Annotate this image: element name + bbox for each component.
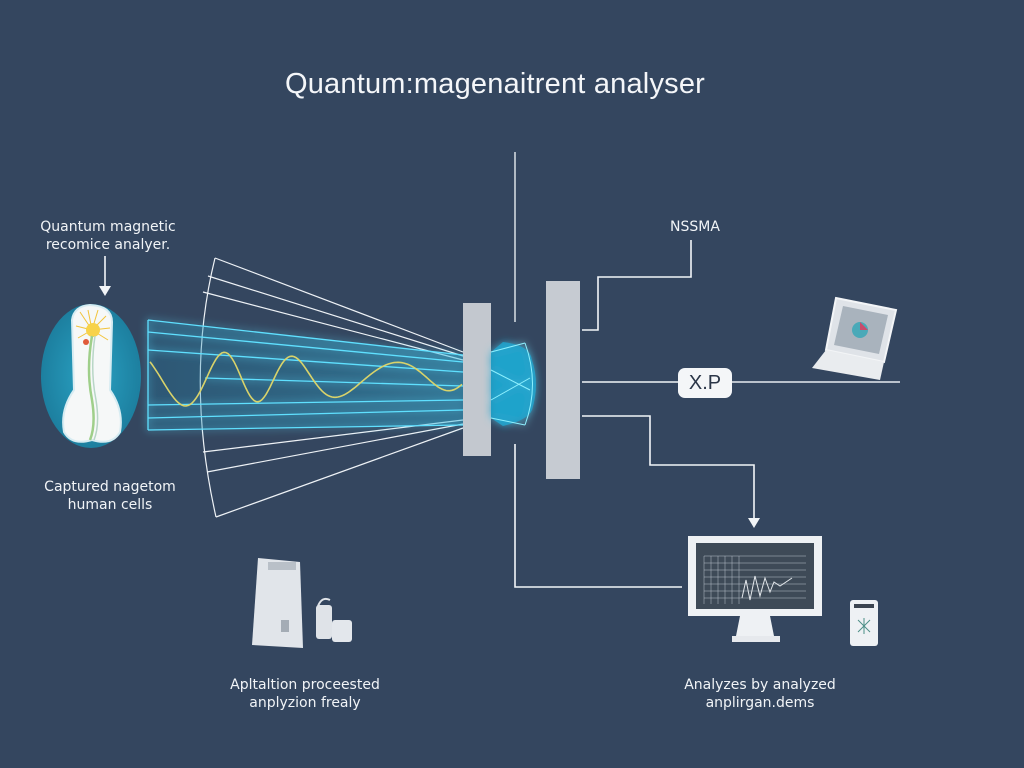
right-plate: [546, 281, 580, 479]
processing-caption-line2: anplyzion frealy: [249, 695, 361, 711]
nssma-label: NSSMA: [670, 219, 720, 235]
processing-caption-line1: Apltaltion proceested: [230, 677, 380, 693]
source-caption-line1: Captured nagetom: [44, 479, 176, 495]
source-label: Quantum magnetic recomice analyer.: [28, 218, 188, 254]
bottom-connector: [514, 444, 682, 588]
diagram-title: Quantum:magenaitrent analyser: [284, 68, 706, 100]
laptop-icon: [812, 296, 898, 380]
phone-device-icon: [850, 600, 878, 646]
signal-waveform: [149, 351, 463, 407]
analysis-caption-line1: Analyzes by analyzed: [684, 677, 836, 693]
left-plate: [463, 303, 491, 456]
nssma-connector: [582, 240, 692, 331]
analysis-caption: Analyzes by analyzed anplirgan.dems: [660, 676, 860, 712]
source-caption: Captured nagetom human cells: [20, 478, 200, 514]
neuron-cell-icon: [41, 303, 141, 448]
source-caption-line2: human cells: [67, 497, 153, 513]
focus-lens: [490, 342, 536, 426]
source-arrow: [99, 256, 111, 296]
source-label-line1: Quantum magnetic: [40, 219, 176, 235]
quantum-beam: [147, 319, 464, 431]
processing-caption: Apltaltion proceested anplyzion frealy: [205, 676, 405, 712]
source-label-line2: recomice analyer.: [45, 237, 171, 253]
analysis-connector: [582, 415, 760, 528]
xp-badge: X.P: [678, 368, 732, 398]
analysis-caption-line2: anplirgan.dems: [705, 695, 815, 711]
monitor-chart-icon: [688, 536, 822, 642]
lab-device-icon: [252, 558, 352, 648]
